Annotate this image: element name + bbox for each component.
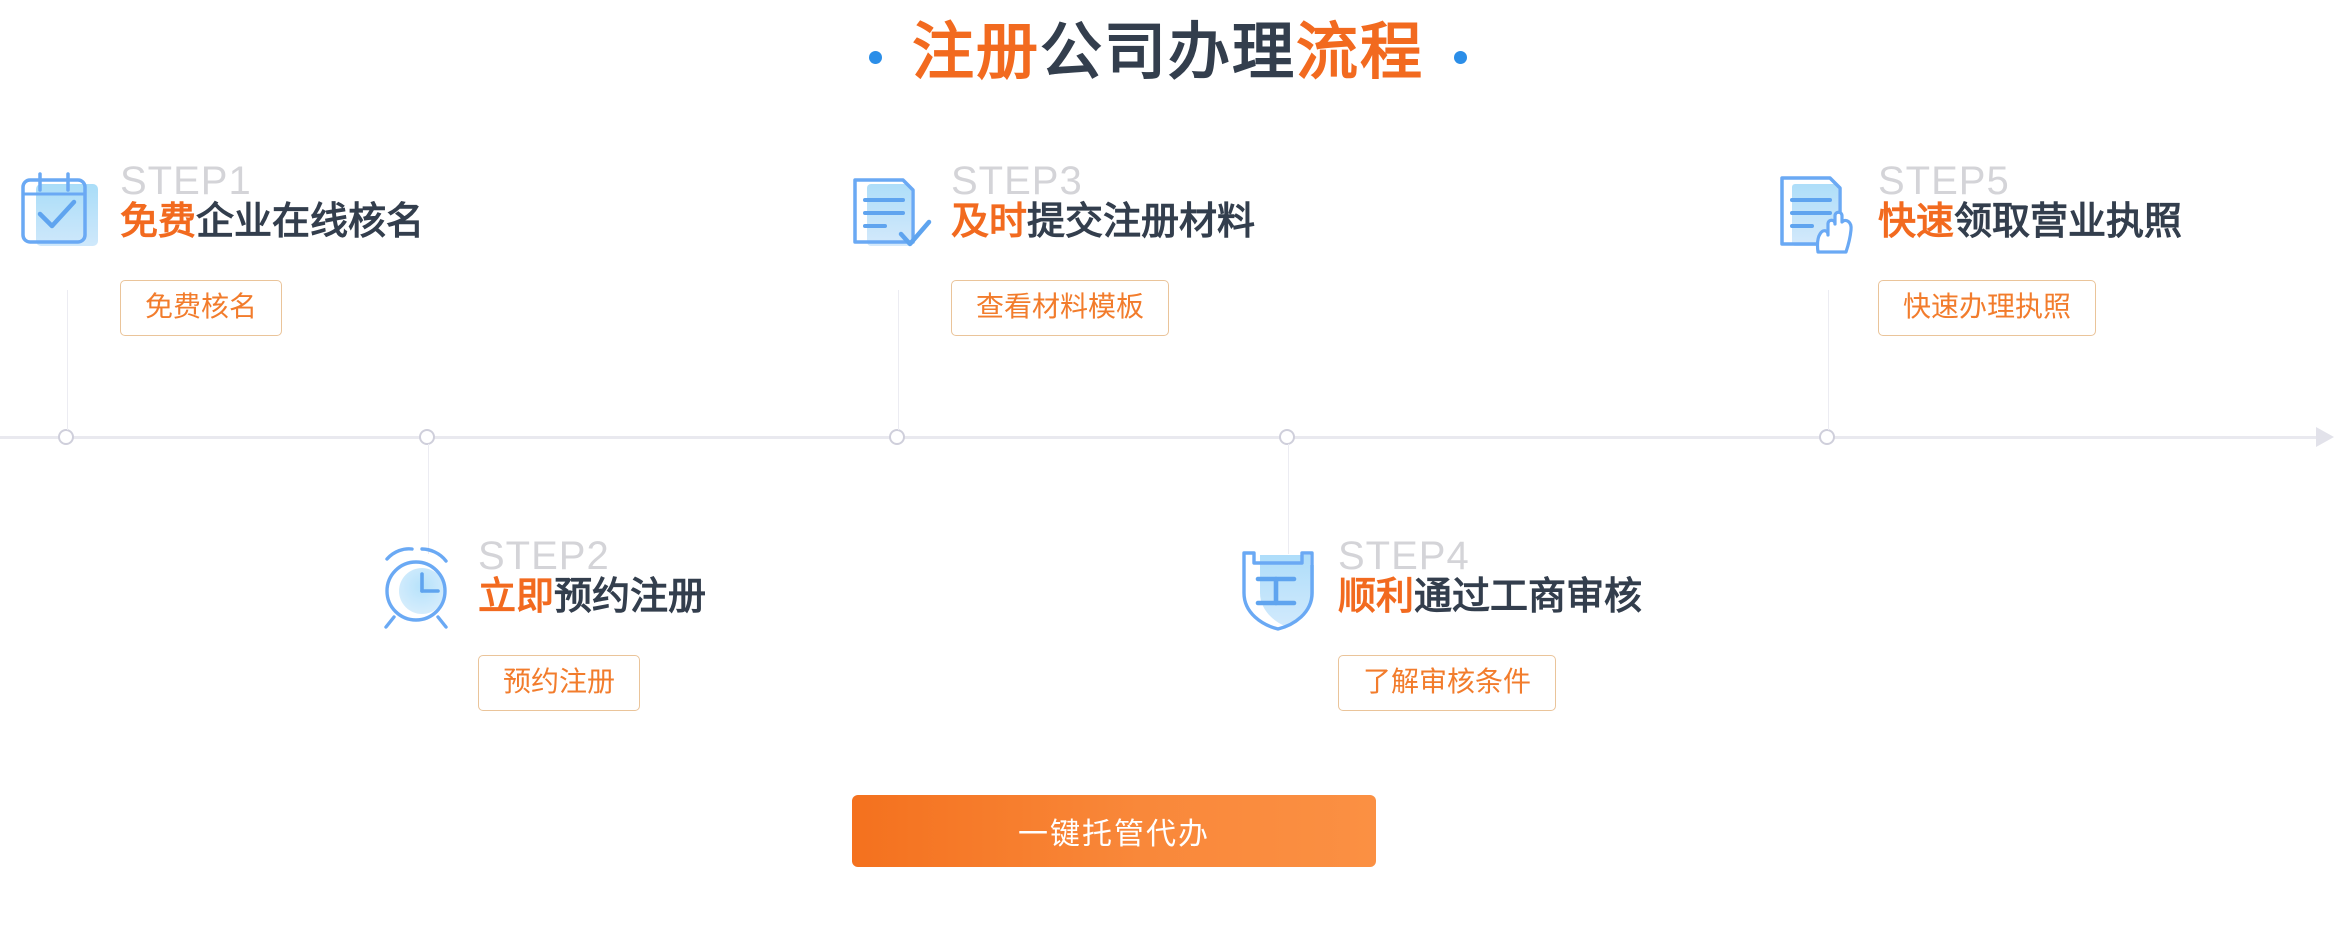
step-title-5: 快速领取营业执照 [1878,199,2182,247]
step-number-1: STEP1 [120,159,252,203]
step-number-4: STEP4 [1338,534,1470,578]
page-title: 注册公司办理流程 [0,22,2336,84]
step-button-3[interactable]: 查看材料模板 [951,280,1170,337]
step-title-highlight-4: 顺利 [1338,576,1415,618]
step-title-rest-5: 领取营业执照 [1954,201,2183,243]
step-title-3: 及时提交注册材料 [951,199,1255,247]
page-title-part2: 公司办理 [1039,18,1296,87]
timeline-node-2 [419,429,435,445]
title-decor-dot-left [868,50,882,64]
document-check-icon [845,166,937,258]
step-title-highlight-3: 及时 [951,201,1028,243]
step-block-4: STEP4 顺利通过工商审核 了解审核条件 [1232,534,1642,712]
step-title-highlight-1: 免费 [120,201,197,243]
step-button-4[interactable]: 了解审核条件 [1338,655,1557,712]
step-title-1: 免费企业在线核名 [120,199,424,247]
timeline-axis [0,436,2316,439]
timeline-connector-2 [428,444,429,554]
step-title-rest-1: 企业在线核名 [196,201,425,243]
timeline-connector-1 [67,290,68,430]
step-button-1[interactable]: 免费核名 [120,280,283,337]
timeline-connector-3 [898,290,899,430]
step-title-2: 立即预约注册 [478,574,706,622]
step-block-5: STEP5 快速领取营业执照 快速办理执照 [1772,159,2182,337]
primary-cta-button[interactable]: 一键托管代办 [852,795,1376,867]
step-title-highlight-5: 快速 [1878,201,1955,243]
step-title-highlight-2: 立即 [478,576,555,618]
step-title-rest-2: 预约注册 [554,576,707,618]
timeline-node-1 [58,429,74,445]
step-number-2: STEP2 [478,534,610,578]
timeline-connector-4 [1288,444,1289,554]
timeline-arrow-icon [2316,427,2334,447]
timeline-node-4 [1279,429,1295,445]
step-block-3: STEP3 及时提交注册材料 查看材料模板 [845,159,1255,337]
step-number-3: STEP3 [951,159,1083,203]
title-decor-dot-right [1454,50,1468,64]
step-block-1: STEP1 免费企业在线核名 免费核名 [14,159,424,337]
step-number-5: STEP5 [1878,159,2010,203]
step-title-4: 顺利通过工商审核 [1338,574,1642,622]
step-title-rest-3: 提交注册材料 [1027,201,1256,243]
timeline-node-5 [1819,429,1835,445]
timeline-node-3 [889,429,905,445]
step-button-2[interactable]: 预约注册 [478,655,641,712]
shield-gong-icon [1232,541,1324,633]
calendar-check-icon [14,166,106,258]
document-hand-icon [1772,166,1864,258]
alarm-clock-icon [372,541,464,633]
step-title-rest-4: 通过工商审核 [1414,576,1643,618]
page-title-part1: 注册 [911,18,1040,87]
page-title-part3: 流程 [1296,18,1425,87]
timeline-connector-5 [1828,290,1829,430]
step-block-2: STEP2 立即预约注册 预约注册 [372,534,706,712]
step-button-5[interactable]: 快速办理执照 [1878,280,2097,337]
